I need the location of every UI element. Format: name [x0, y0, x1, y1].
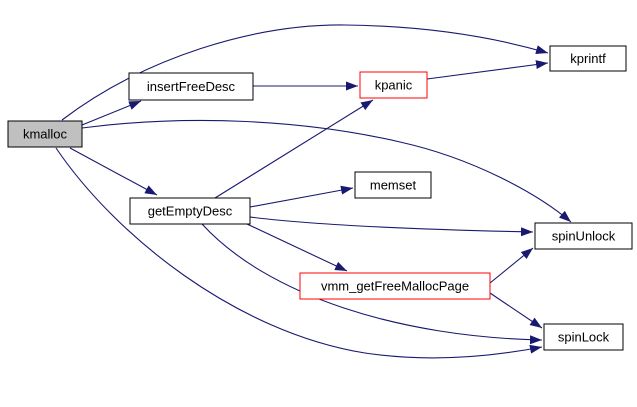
graph-node-label: spinUnlock — [552, 229, 616, 244]
graph-node-label: vmm_getFreeMallocPage — [321, 279, 469, 294]
edge-kpanic-to-kprintf — [426, 60, 549, 80]
graph-node-box — [354, 171, 432, 199]
graph-node-box — [299, 272, 491, 300]
graph-node-box — [128, 72, 254, 101]
graph-node-box — [129, 197, 251, 225]
graph-node-box — [359, 71, 428, 99]
graph-node-box — [549, 45, 627, 72]
graph-node-kprintf[interactable]: kprintf — [549, 45, 627, 72]
graph-node-label: kpanic — [375, 78, 413, 93]
edge-getEmptyDesc-to-spinUnlock — [249, 216, 534, 237]
graph-node-label: memset — [370, 178, 417, 193]
graph-node-label: spinLock — [558, 330, 610, 345]
edge-getEmptyDesc-to-spinLock — [201, 223, 543, 345]
edge-getEmptyDesc-to-kpanic — [214, 99, 374, 199]
graph-node-label: kprintf — [570, 51, 606, 66]
graph-node-box — [534, 222, 633, 250]
graph-node-kmalloc: kmalloc — [7, 120, 83, 148]
edge-kmalloc-to-spinUnlock — [81, 119, 572, 223]
edge-getEmptyDesc-to-memset — [249, 185, 354, 208]
graph-node-box — [543, 323, 624, 351]
graph-node-spinUnlock[interactable]: spinUnlock — [534, 222, 633, 250]
graph-node-label: kmalloc — [23, 127, 68, 142]
edge-vmm_getFreeMallocPage-to-spinUnlock — [489, 247, 534, 284]
edge-getEmptyDesc-to-vmm_getFreeMallocPage — [246, 223, 348, 272]
edge-kmalloc-to-getEmptyDesc — [69, 147, 158, 196]
graph-node-insertFreeDesc[interactable]: insertFreeDesc — [128, 72, 254, 101]
graph-node-label: getEmptyDesc — [148, 204, 233, 219]
graph-node-memset[interactable]: memset — [354, 171, 432, 199]
graph-node-box — [7, 120, 83, 148]
edge-vmm_getFreeMallocPage-to-spinLock — [489, 292, 543, 329]
edge-kmalloc-to-spinLock — [55, 147, 543, 359]
graph-node-vmm_getFreeMallocPage[interactable]: vmm_getFreeMallocPage — [299, 272, 491, 300]
graph-node-kpanic[interactable]: kpanic — [359, 71, 428, 99]
graph-node-label: insertFreeDesc — [147, 79, 236, 94]
graph-node-spinLock[interactable]: spinLock — [543, 323, 624, 351]
edge-kmalloc-to-insertFreeDesc — [81, 100, 142, 126]
graph-node-getEmptyDesc[interactable]: getEmptyDesc — [129, 197, 251, 225]
